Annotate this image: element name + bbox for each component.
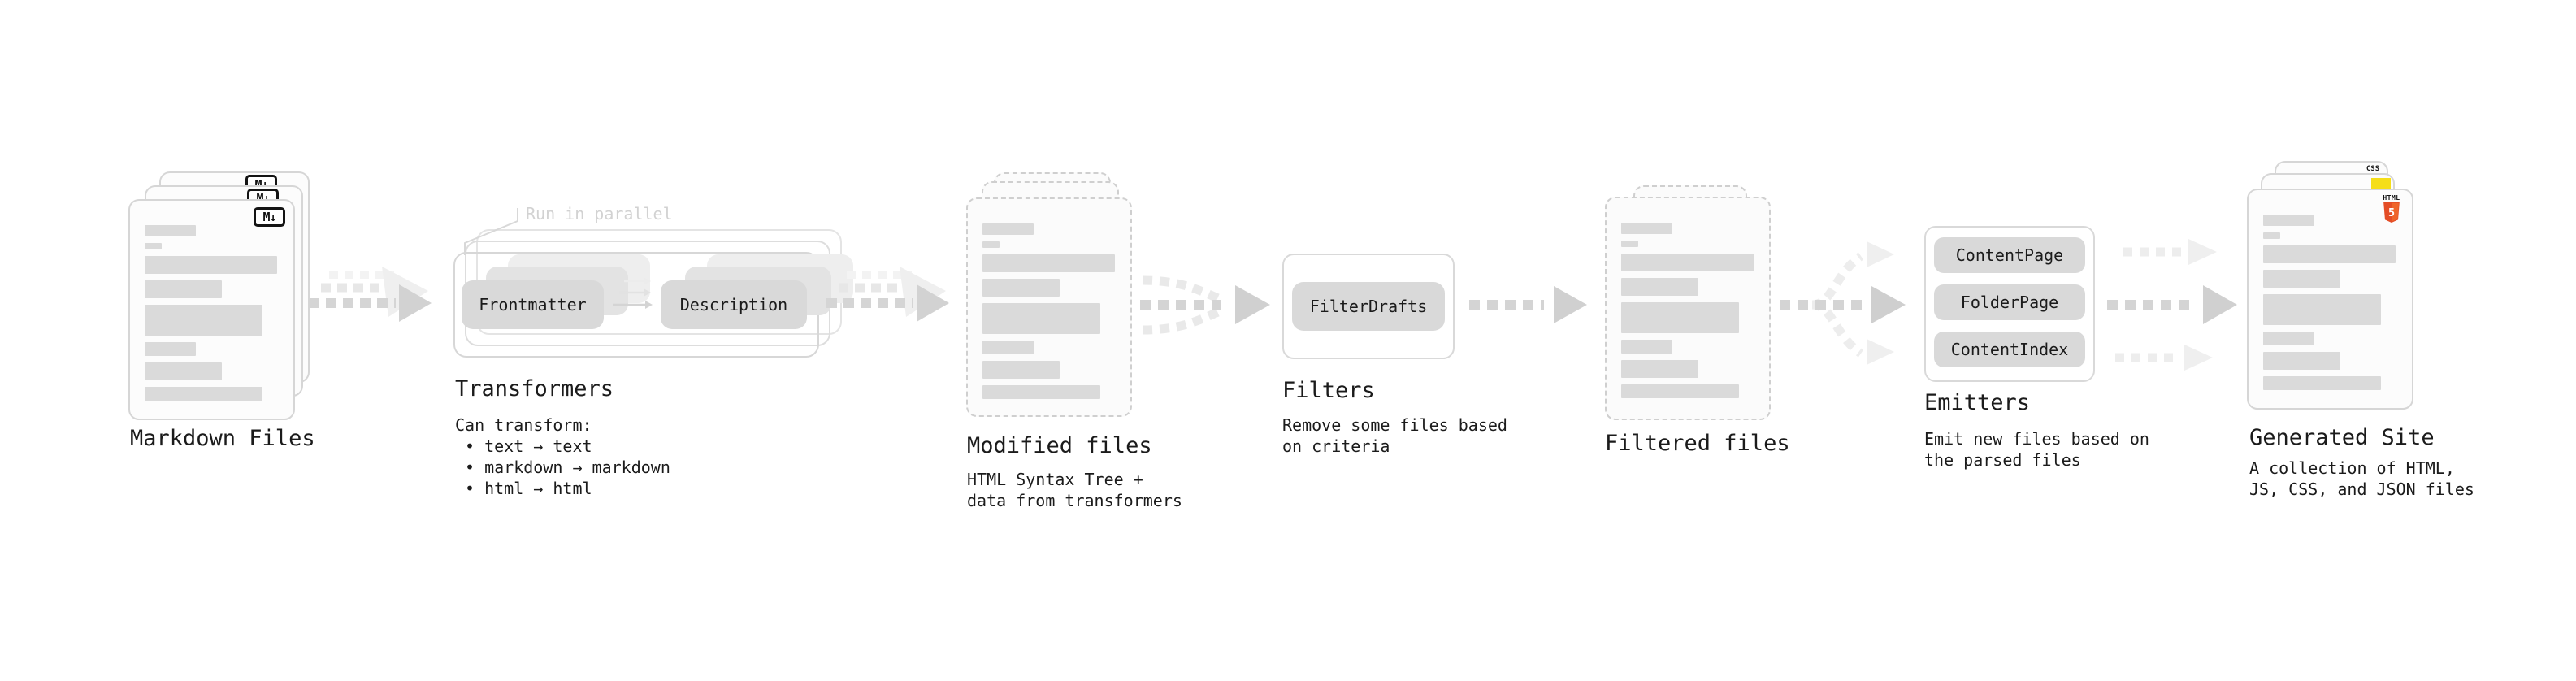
- stage-label-transformers: Transformers: [455, 376, 614, 401]
- html5-icon: HTML 5: [2381, 194, 2402, 223]
- modified-files-caption: HTML Syntax Tree + data from transformer…: [967, 470, 1182, 510]
- text-line-placeholder: [145, 243, 162, 249]
- text-line-placeholder: [145, 225, 196, 236]
- text-line-placeholder: [982, 241, 1000, 248]
- transformers-bullet-2: • markdown → markdown: [465, 458, 670, 477]
- stage-label-emitters: Emitters: [1924, 390, 2031, 415]
- text-line-placeholder: [982, 340, 1034, 354]
- transformer-pill-description: Description: [661, 280, 807, 329]
- text-line-placeholder: [2263, 352, 2340, 370]
- annotation-leader-line: [464, 208, 518, 255]
- stage-label-filters: Filters: [1282, 378, 1375, 403]
- text-line-placeholder: [982, 223, 1034, 235]
- run-in-parallel-annotation: Run in parallel: [526, 204, 673, 223]
- html5-icon-label: HTML: [2383, 194, 2400, 202]
- arrow-filters-to-filtered: [1469, 286, 1587, 323]
- text-line-placeholder: [2263, 232, 2280, 239]
- filters-caption: Remove some files based on criteria: [1282, 415, 1507, 456]
- arrow-markdown-to-transformers: [309, 267, 432, 322]
- generated-site-caption: A collection of HTML, JS, CSS, and JSON …: [2249, 458, 2474, 499]
- text-line-placeholder: [2263, 294, 2381, 325]
- text-line-placeholder: [1621, 360, 1698, 378]
- text-line-placeholder: [1621, 302, 1739, 333]
- transformers-bullet-1: • text → text: [465, 436, 592, 456]
- text-line-placeholder: [1621, 384, 1739, 398]
- text-line-placeholder: [982, 279, 1060, 297]
- text-line-placeholder: [1621, 278, 1698, 296]
- arrow-merge-modified-to-filters: [1140, 275, 1270, 335]
- text-line-placeholder: [1621, 223, 1672, 234]
- emitter-pill-contentpage: ContentPage: [1934, 237, 2085, 273]
- emitter-pill-folderpage: FolderPage: [1934, 284, 2085, 320]
- stage-label-modified-files: Modified files: [967, 433, 1152, 458]
- markdown-file-card-front: M↓: [128, 199, 295, 420]
- text-line-placeholder: [145, 280, 222, 298]
- stage-label-markdown-files: Markdown Files: [130, 426, 315, 451]
- text-line-placeholder: [145, 342, 196, 356]
- text-line-placeholder: [1621, 340, 1672, 354]
- text-line-placeholder: [982, 361, 1060, 379]
- text-line-placeholder: [2263, 215, 2314, 226]
- text-line-placeholder: [982, 303, 1100, 334]
- text-line-placeholder: [145, 362, 222, 380]
- text-line-placeholder: [145, 387, 262, 401]
- arrow-emitters-to-generated: [2107, 239, 2237, 371]
- arrow-transformers-to-modified: [826, 267, 949, 322]
- arrow-fanout-filtered-to-emitters: [1780, 241, 1906, 365]
- js-icon: [2371, 178, 2391, 189]
- emitters-caption: Emit new files based on the parsed files: [1924, 429, 2149, 470]
- css-icon-label: CSS: [2366, 165, 2380, 173]
- text-line-placeholder: [145, 256, 277, 274]
- text-line-placeholder: [982, 385, 1100, 399]
- text-line-placeholder: [1621, 254, 1754, 271]
- text-line-placeholder: [2263, 332, 2314, 345]
- markdown-icon: M↓: [254, 207, 285, 227]
- html5-shield: 5: [2383, 202, 2400, 223]
- text-line-placeholder: [1621, 241, 1638, 247]
- transformers-bullet-3: • html → html: [465, 479, 592, 498]
- svg-text:5: 5: [2388, 207, 2395, 219]
- transformer-pill-frontmatter: Frontmatter: [462, 280, 604, 329]
- filtered-file-card-front: [1605, 197, 1771, 420]
- stage-label-generated-site: Generated Site: [2249, 425, 2435, 450]
- parallel-flow-arrows: [613, 277, 653, 309]
- text-line-placeholder: [2263, 376, 2381, 390]
- text-line-placeholder: [2263, 270, 2340, 288]
- emitter-pill-contentindex: ContentIndex: [1934, 332, 2085, 367]
- generated-html-file-card: HTML 5: [2247, 189, 2413, 410]
- transformers-caption-title: Can transform:: [455, 415, 592, 435]
- modified-file-card-front: [966, 197, 1132, 417]
- stage-label-filtered-files: Filtered files: [1605, 431, 1790, 456]
- text-line-placeholder: [982, 254, 1115, 272]
- text-line-placeholder: [2263, 245, 2396, 263]
- text-line-placeholder: [145, 305, 262, 336]
- filter-pill-filterdrafts: FilterDrafts: [1292, 282, 1445, 331]
